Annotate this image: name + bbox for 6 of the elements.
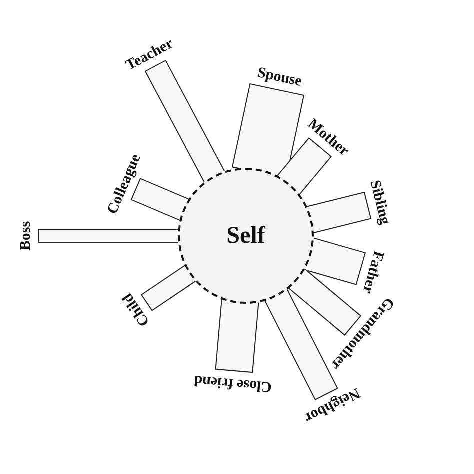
relation-label: Father xyxy=(358,249,387,296)
relation-label: Sibling xyxy=(366,178,394,227)
relation-label: Spouse xyxy=(256,65,304,92)
self-label: Self xyxy=(226,222,266,250)
relation-label: Boss xyxy=(18,221,35,251)
relation-label: Close friend xyxy=(194,371,273,395)
